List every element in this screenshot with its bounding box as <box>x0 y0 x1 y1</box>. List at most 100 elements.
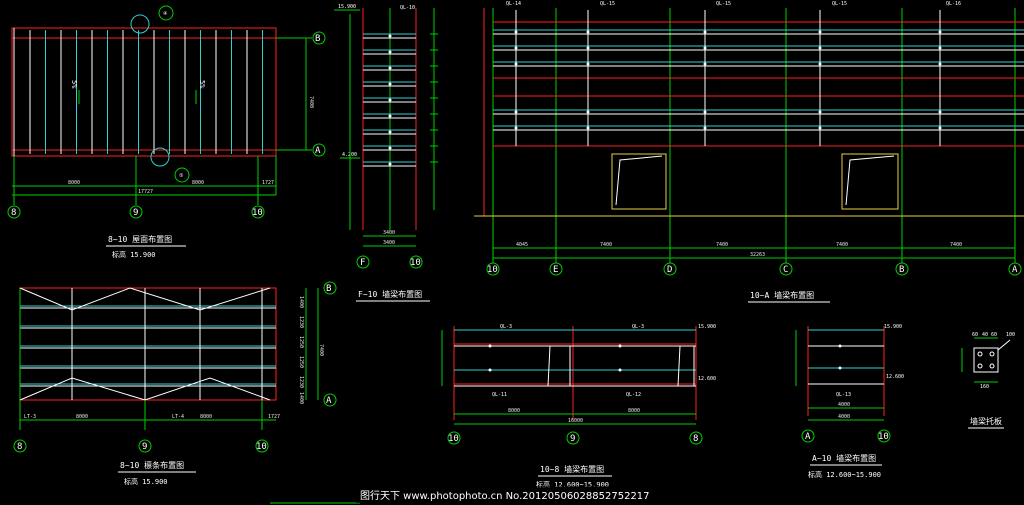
bolt-point <box>703 126 707 130</box>
panel-title: 墙梁托板 <box>970 416 1002 426</box>
dim-bay: 4045 <box>516 242 528 248</box>
dim-bay: 7400 <box>950 242 962 248</box>
axis-label-8: 8 <box>693 434 698 444</box>
panel-title: A~10 墙梁布置图 <box>812 453 876 463</box>
bolt-point <box>586 110 590 114</box>
dim-total: 7400 <box>318 344 324 356</box>
axis-label: E <box>553 265 558 275</box>
axis-label-B: B <box>326 284 331 294</box>
axis-bubble <box>1008 262 1022 276</box>
bolt-point <box>938 46 942 50</box>
beam-tag: QL-11 <box>492 392 507 398</box>
dim-total: 17727 <box>138 189 153 195</box>
dim-bay: 8000 <box>628 408 640 414</box>
beam-tag: QL-3 <box>632 324 644 330</box>
bracket-plate <box>973 347 999 373</box>
bolt-point <box>703 110 707 114</box>
dim-total: 32263 <box>750 252 765 258</box>
beam-tag: QL-13 <box>836 392 851 398</box>
beam-tag: QL-15 <box>716 1 731 7</box>
axis-label-9: 9 <box>142 442 147 452</box>
dim-segment: 1250 <box>298 356 304 368</box>
bolt-point <box>703 30 707 34</box>
detail-callout-label: ④ <box>163 11 168 17</box>
slope-label: 5% <box>70 80 78 89</box>
bolt-point <box>388 50 392 54</box>
bolt-point <box>514 110 518 114</box>
axis-label-B: B <box>315 34 320 44</box>
detail-marker-circle <box>150 147 170 167</box>
bolt-point <box>586 126 590 130</box>
dim-segment: 1400 <box>298 392 304 404</box>
dim-bay: 8000 <box>200 414 212 420</box>
bolt-point <box>514 46 518 50</box>
bolt-point <box>703 46 707 50</box>
bracket-dim: 160 <box>980 384 989 390</box>
panel-elevation: 标高 15.900 <box>124 477 168 486</box>
bolt-point <box>586 62 590 66</box>
panel-elevation: 标高 12.600~15.900 <box>808 470 881 479</box>
bolt-point <box>388 162 392 166</box>
dim-bay: 8000 <box>192 180 204 186</box>
dim-bay: 1727 <box>268 414 280 420</box>
beam-tag: QL-3 <box>500 324 512 330</box>
beam-tag: QL-12 <box>626 392 641 398</box>
panel-title: 8~10 檩条布置图 <box>120 460 184 470</box>
dim-bay: 3400 <box>383 240 395 246</box>
axis-label-9: 9 <box>570 434 575 444</box>
panel-title: F~10 墙梁布置图 <box>358 289 422 299</box>
axis-label-F: F <box>360 258 365 268</box>
bolt-point <box>938 110 942 114</box>
bolt-point <box>703 62 707 66</box>
slope-label: 5% <box>198 80 206 89</box>
detail-callout <box>158 5 174 21</box>
beam-tag: QL-15 <box>832 1 847 7</box>
axis-label: B <box>899 265 904 275</box>
axis-label-10: 10 <box>410 258 421 268</box>
bolt-point <box>388 114 392 118</box>
axis-label-A: A <box>315 146 321 156</box>
beam-tag: QL-10 <box>400 5 415 11</box>
bracket-dim: 40 <box>982 332 988 338</box>
bolt-point <box>818 62 822 66</box>
bolt-point <box>586 46 590 50</box>
detail-callout <box>174 167 190 183</box>
panel-roof-layout: 5% 5% ④ ⑤ 7400 B A 8000 8000 1727 17727 … <box>7 5 326 259</box>
bolt-point <box>818 46 822 50</box>
dim-bay: 3400 <box>383 230 395 236</box>
dim-bay: 7400 <box>716 242 728 248</box>
axis-label: D <box>667 265 672 275</box>
dim-bay: 8000 <box>68 180 80 186</box>
elevation-top: 15.900 <box>698 324 716 330</box>
axis-bubble <box>663 262 677 276</box>
elevation-top: 15.900 <box>884 324 902 330</box>
bolt-point <box>388 66 392 70</box>
panel-title: 8~10 屋面布置图 <box>108 234 172 244</box>
bolt-point <box>514 62 518 66</box>
panel-wall-beam-108: QL-3 QL-3 QL-11 QL-12 15.900 12.600 8000… <box>441 324 716 489</box>
beam-tag: QL-16 <box>946 1 961 7</box>
bolt-point <box>388 98 392 102</box>
beam-tag: QL-15 <box>600 1 615 7</box>
axis-label-8: 8 <box>11 208 16 218</box>
bolt-point <box>818 110 822 114</box>
bolt-point <box>938 30 942 34</box>
bolt-point <box>818 126 822 130</box>
dim-bay: 8000 <box>508 408 520 414</box>
bolt-point <box>388 82 392 86</box>
beam-tag: QL-14 <box>506 1 521 7</box>
elevation-top: 15.900 <box>338 4 356 10</box>
dim-bay: 1727 <box>262 180 274 186</box>
panel-bracket-detail: 60 40 60 160 100 墙梁托板 <box>961 332 1015 429</box>
axis-bubble <box>779 262 793 276</box>
purlin-tag: LT-4 <box>172 414 184 420</box>
axis-label: C <box>783 265 788 275</box>
axis-label-10: 10 <box>448 434 459 444</box>
axis-label-A: A <box>326 396 332 406</box>
axis-bubble <box>486 262 500 276</box>
watermark: 图行天下 www.photophoto.cn No.20120506028852… <box>360 489 650 502</box>
axis-label: 10 <box>487 265 498 275</box>
bolt-point <box>938 126 942 130</box>
